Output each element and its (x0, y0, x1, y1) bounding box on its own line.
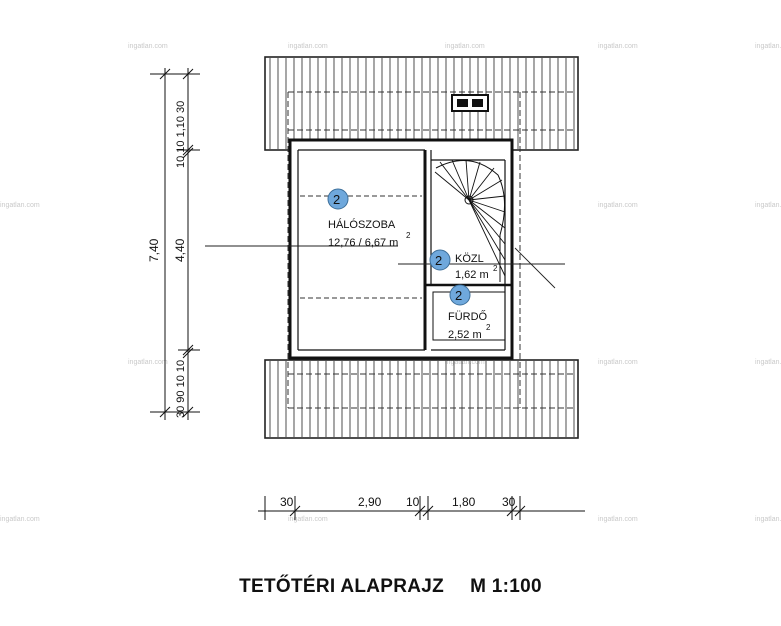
watermark: ingatlan.com (445, 43, 485, 50)
room-name-hall: KÖZL (455, 253, 484, 265)
vertical-dimension-labels: 7,40 4,40 10 10 1,10 30 30 90 10 10 (147, 101, 187, 418)
horizontal-dimensions (258, 496, 585, 520)
walls (288, 138, 514, 360)
hatch-line (439, 161, 470, 201)
spiral-stair (434, 159, 506, 282)
room-area-sup: 2 (493, 264, 498, 273)
watermark: ingatlan.com (288, 43, 328, 50)
dimension-label: 30 (280, 495, 294, 509)
plan-title: TETŐTÉRI ALAPRAJZ M 1:100 (0, 576, 781, 598)
watermark: ingatlan.com (598, 202, 638, 209)
roof-hatch-top (269, 58, 575, 149)
room-area-bathroom: 2,52 m (448, 329, 482, 341)
watermark: ingatlan.com (128, 359, 168, 366)
watermark: ingatlan.com (288, 516, 328, 523)
hatch-line (468, 167, 495, 201)
watermark: ingatlan.com (598, 43, 638, 50)
dimension-total-height: 7,40 (147, 238, 161, 262)
watermark: ingatlan.com (0, 202, 40, 209)
room-badge-number: 2 (455, 288, 462, 303)
plan-scale: M 1:100 (470, 576, 542, 597)
dimension-label: 30 (502, 495, 516, 509)
room-badges: 2 2 2 (327, 188, 471, 306)
vertical-dimensions (150, 68, 200, 420)
watermark: ingatlan.com (598, 516, 638, 523)
hatch-line (468, 199, 506, 261)
watermark-layer: ingatlan.com ingatlan.com ingatlan.com i… (0, 43, 781, 523)
hatch-line (468, 199, 506, 277)
dimension-label: 10 (406, 495, 420, 509)
dimension-label: 2,90 (358, 495, 382, 509)
roof-hatch-bottom (269, 361, 575, 437)
room-badge (449, 284, 471, 306)
roof-window (451, 94, 489, 112)
watermark: ingatlan.com (128, 43, 168, 50)
stair-outline (435, 159, 505, 282)
hatch-line (468, 199, 506, 213)
hatch-line (465, 159, 470, 201)
watermark: ingatlan.com (598, 359, 638, 366)
room-badge (429, 249, 451, 271)
hatch-line (468, 195, 506, 201)
room-badge-number: 2 (333, 192, 340, 207)
hatch-line (468, 199, 506, 245)
watermark: ingatlan.com (755, 202, 781, 209)
watermark: ingatlan.com (755, 359, 781, 366)
plan-title-name: TETŐTÉRI ALAPRAJZ (239, 576, 445, 597)
room-name-bathroom: FÜRDŐ (448, 309, 488, 323)
dimension-inner-height: 4,40 (173, 238, 187, 262)
hatch-line (451, 159, 470, 201)
room-name-bedroom: HÁLÓSZOBA (328, 218, 396, 231)
room-badge (327, 188, 349, 210)
watermark: ingatlan.com (755, 516, 781, 523)
horizontal-dimension-labels: 30 2,90 10 1,80 30 (280, 495, 516, 509)
room-labels: HÁLÓSZOBA 12,76 / 6,67 m 2 KÖZL 1,62 m 2… (328, 218, 498, 341)
knee-wall-lines (287, 91, 575, 409)
bedroom-window (300, 195, 422, 299)
room-area-sup: 2 (406, 231, 411, 240)
watermark: ingatlan.com (445, 359, 485, 366)
watermark: ingatlan.com (755, 43, 781, 50)
hatch-line (468, 199, 506, 229)
room-area-hall: 1,62 m (455, 269, 489, 281)
dimension-label: 1,80 (452, 495, 476, 509)
hatch-line (434, 171, 470, 201)
room-badge-number: 2 (435, 253, 442, 268)
hatch-line (468, 179, 503, 201)
dimension-bottom-stack: 30 90 10 10 (175, 360, 187, 418)
section-line (205, 245, 565, 289)
room-area-sup: 2 (486, 323, 491, 332)
room-area-bedroom: 12,76 / 6,67 m (328, 237, 398, 249)
dimension-top-stack: 10 10 1,10 30 (175, 101, 187, 168)
hatch-line (468, 161, 481, 201)
watermark: ingatlan.com (0, 516, 40, 523)
